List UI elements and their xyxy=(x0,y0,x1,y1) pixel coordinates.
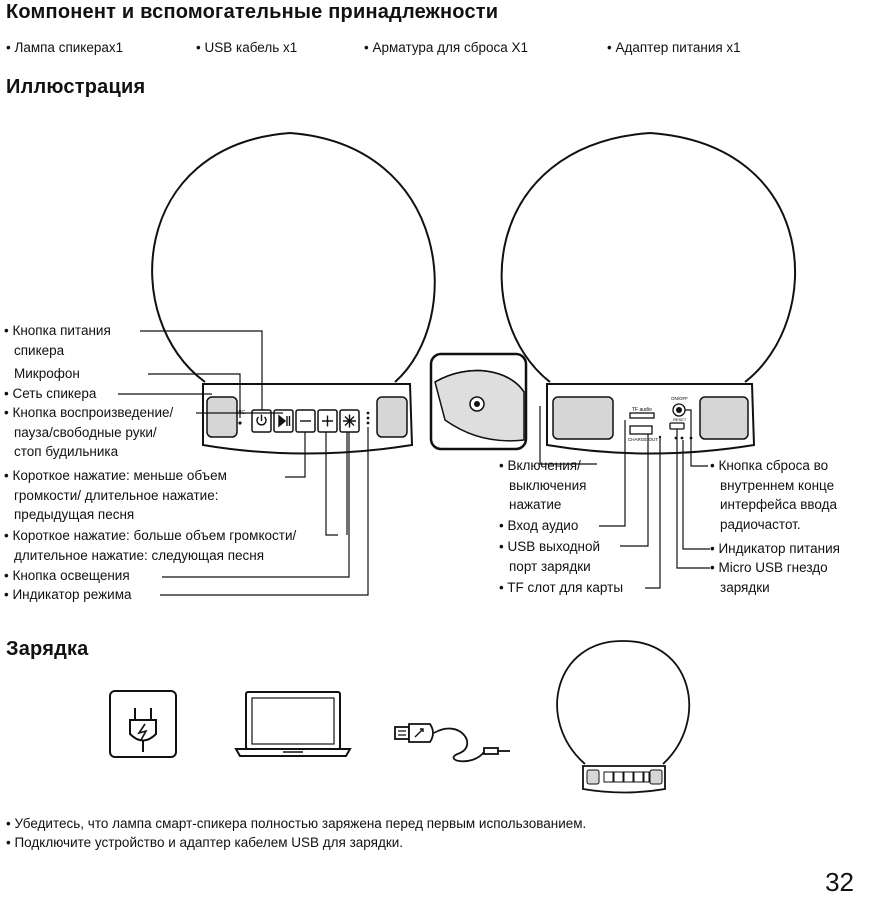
label-power-indicator: • Индикатор питания xyxy=(710,541,840,556)
heading-illustration: Иллюстрация xyxy=(6,76,146,98)
left-speaker-base xyxy=(202,383,414,455)
label-mode-indicator: • Индикатор режима xyxy=(4,587,132,602)
left-speaker-globe xyxy=(151,131,436,383)
usb-cable-icon xyxy=(394,723,510,763)
leader-lines-left xyxy=(118,330,369,596)
accessory-lamp: • Лампа спикерах1 xyxy=(6,40,124,55)
accessory-reset-pin: • Арматура для сброса Х1 xyxy=(364,40,529,55)
power-adapter-icon xyxy=(109,690,177,758)
label-play-pause: • Кнопка воспроизведение/ пауза/свободны… xyxy=(4,405,174,459)
heading-charging: Зарядка xyxy=(6,638,89,660)
mode-led-icon xyxy=(366,411,370,415)
usb-out-port xyxy=(629,425,653,435)
label-microphone: Микрофон xyxy=(14,366,80,381)
right-speaker-grill-left xyxy=(552,396,614,440)
laptop-icon xyxy=(234,691,352,757)
tf-slot xyxy=(629,412,655,419)
label-tf-slot: • TF слот для карты xyxy=(499,580,624,595)
plus-icon xyxy=(322,415,333,427)
charge-out-mark: CHARGE OUT xyxy=(628,437,658,442)
left-speaker-grill-left xyxy=(206,396,238,438)
light-icon xyxy=(343,414,356,428)
label-reset: • Кнопка сброса во внутреннем конце инте… xyxy=(710,458,837,532)
small-speaker-icon xyxy=(556,640,690,794)
label-power-button: • Кнопка питания спикера xyxy=(4,323,111,358)
onoff-mark: ON/OFF xyxy=(671,396,688,401)
power-icon xyxy=(256,414,267,426)
label-volume-down: • Короткое нажатие: меньше объем громкос… xyxy=(4,468,227,522)
note-charge-before-use: • Убедитесь, что лампа смарт-спикера пол… xyxy=(6,816,587,831)
accessory-usb-cable: • USB кабель х1 xyxy=(196,40,298,55)
label-volume-up: • Короткое нажатие: больше объем громкос… xyxy=(4,528,297,563)
page-number: 32 xyxy=(825,867,854,897)
label-speaker-net: • Сеть спикера xyxy=(4,386,97,401)
left-speaker-grill-right xyxy=(376,396,408,438)
label-audio-in: • Вход аудио xyxy=(499,518,579,533)
right-speaker-grill-right xyxy=(699,396,749,440)
label-micro-usb: • Micro USB гнездо зарядки xyxy=(710,560,828,595)
play-pause-icon xyxy=(278,414,291,428)
right-speaker-base xyxy=(546,383,756,455)
micro-usb-port xyxy=(669,422,685,430)
label-on-off: • Включения/ выключения нажатие xyxy=(499,458,587,512)
accessory-power-adapter: • Адаптер питания х1 xyxy=(607,40,741,55)
mic-hole-icon xyxy=(238,421,242,425)
right-speaker-globe xyxy=(500,131,797,383)
leader-lines-right xyxy=(539,406,710,589)
label-usb-out: • USB выходной порт зарядки xyxy=(499,539,601,574)
note-connect-usb: • Подключите устройство и адаптер кабеле… xyxy=(6,835,404,850)
zoom-inset xyxy=(429,352,528,451)
tf-audio-mark: TF audio xyxy=(632,407,652,413)
heading-components: Компонент и вспомогательные принадлежнос… xyxy=(6,1,499,23)
label-light-button: • Кнопка освещения xyxy=(4,568,130,583)
reset-mark: RESET xyxy=(673,417,687,422)
